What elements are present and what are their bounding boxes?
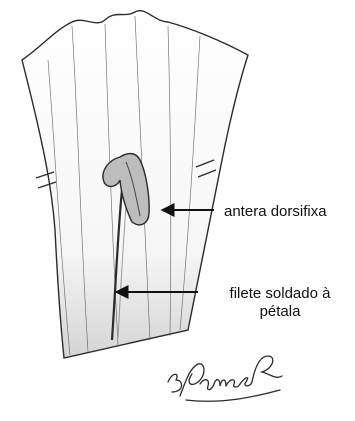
filament-label-line-1: filete soldado à bbox=[205, 285, 355, 303]
filament-label-line-2: pétala bbox=[205, 303, 355, 321]
filament-label: filete soldado à pétala bbox=[205, 285, 355, 321]
anther-label: antera dorsifixa bbox=[224, 203, 327, 221]
artist-signature bbox=[168, 356, 282, 401]
